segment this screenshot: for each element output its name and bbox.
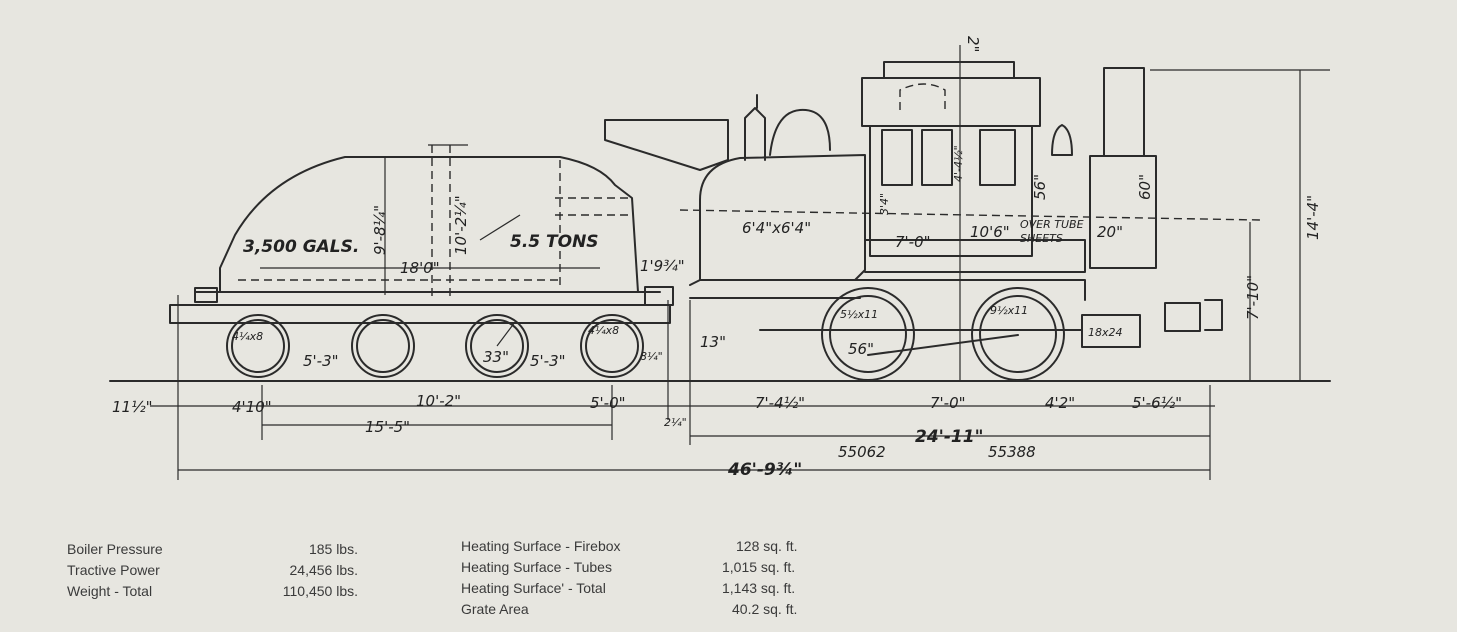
- spec-value: 1,015 sq. ft.: [722, 559, 796, 575]
- label-truck-spacing-a: 5'-3": [303, 352, 339, 370]
- label-dim-3: 5'-0": [590, 394, 626, 412]
- spec-label: Grate Area: [461, 601, 529, 617]
- spec-value: 110,450 lbs.: [282, 583, 358, 599]
- label-tender-axle-front: 4¼x8: [232, 330, 263, 343]
- label-dim-8: 5'-6½": [1132, 394, 1182, 412]
- label-dim-1: 4'10": [232, 398, 272, 416]
- spec-label: Heating Surface' - Total: [461, 580, 606, 596]
- cab: [869, 125, 1033, 257]
- label-cab-side: 3'4": [878, 193, 891, 215]
- cab-window: [979, 129, 1016, 186]
- spec-labels-right: Heating Surface - Firebox Heating Surfac…: [461, 536, 691, 620]
- spec-values-right: 128 sq. ft. 1,015 sq. ft. 1,143 sq. ft. …: [722, 536, 852, 620]
- dimension-lines: [150, 295, 1215, 480]
- tender: [169, 144, 674, 378]
- label-boiler-center: 7'-10": [1244, 275, 1262, 320]
- spec-labels-left: Boiler Pressure Tractive Power Weight - …: [67, 539, 217, 602]
- label-dim-7: 4'2": [1045, 394, 1075, 412]
- label-dome: 56": [1031, 174, 1049, 200]
- label-stack: 60": [1136, 174, 1154, 200]
- label-id-left: 55062: [838, 443, 886, 461]
- spec-value: 185 lbs.: [308, 541, 358, 557]
- cab-window: [881, 129, 913, 186]
- label-tender-axle-rear: 4¼x8: [588, 324, 619, 337]
- label-wheel-diameter: 33": [483, 348, 509, 366]
- bell: [1051, 124, 1073, 156]
- tender-wheel: [465, 314, 529, 378]
- engine: [604, 45, 1330, 381]
- tender-wheel: [580, 314, 644, 378]
- spec-label: Heating Surface - Firebox: [461, 538, 621, 554]
- label-tender-wheelbase: 15'-5": [365, 418, 410, 436]
- cab-window: [921, 129, 953, 186]
- spec-label: Boiler Pressure: [67, 541, 163, 557]
- label-dim-2: 10'-2": [416, 392, 461, 410]
- label-cab-dim: 7'-0": [895, 233, 931, 251]
- cab-roof: [861, 77, 1041, 127]
- label-height-top: 10'-2¼": [452, 195, 470, 255]
- label-tube-length: 10'6": [970, 223, 1010, 241]
- label-tube-note-1: OVER TUBE: [1020, 218, 1084, 231]
- label-total-height: 14'-4": [1304, 195, 1322, 240]
- label-overall-length: 46'-9¾": [727, 460, 802, 480]
- label-tube-note-2: SHEETS: [1020, 232, 1063, 245]
- label-rail-height: 11½": [112, 398, 153, 416]
- label-cylinder: 18x24: [1088, 326, 1123, 339]
- label-tank-length: 18'0": [400, 259, 440, 277]
- spec-value: 1,143 sq. ft.: [722, 580, 796, 596]
- tender-coal-board: [604, 119, 729, 171]
- tender-wheel: [226, 314, 290, 378]
- tender-tank: [219, 156, 639, 293]
- spec-value: 24,456 lbs.: [289, 562, 359, 578]
- label-cab-window: 4'-4½": [952, 145, 965, 182]
- spec-label: Heating Surface - Tubes: [461, 559, 612, 575]
- spec-label: Tractive Power: [67, 562, 160, 578]
- driver-wheel: [971, 287, 1065, 381]
- label-gap: 1'9¾": [640, 257, 685, 275]
- spec-label: Weight - Total: [67, 583, 153, 599]
- side-rod: [867, 334, 1019, 356]
- label-driver-axle-2: 9½x11: [990, 304, 1028, 317]
- label-coupler-height: 13": [700, 333, 726, 351]
- firebox: [699, 154, 866, 281]
- label-water-capacity: 3,500 GALS.: [243, 237, 359, 257]
- label-small-a: 8¼": [640, 350, 663, 363]
- label-firebox: 6'4"x6'4": [742, 219, 811, 237]
- label-dim-6: 7'-0": [930, 394, 966, 412]
- label-smokebox: 20": [1097, 223, 1123, 241]
- label-driver-axle-1: 5½x11: [840, 308, 878, 321]
- smokestack: [1103, 67, 1145, 157]
- tender-wheel: [351, 314, 415, 378]
- sand-dome: [769, 108, 831, 156]
- label-coal-capacity: 5.5 TONS: [510, 232, 599, 252]
- spec-value: 40.2 sq. ft.: [732, 601, 798, 617]
- smokebox: [1089, 155, 1157, 269]
- label-truck-spacing-b: 5'-3": [530, 352, 566, 370]
- label-driver-diameter: 56": [848, 340, 874, 358]
- label-engine-wheelbase: 24'-11": [915, 427, 983, 447]
- boiler: [864, 239, 1086, 273]
- spec-values-left: 185 lbs. 24,456 lbs. 110,450 lbs.: [230, 539, 358, 602]
- label-dim-5: 7'-4½": [755, 394, 805, 412]
- label-height-tank: 9'-8¼": [371, 205, 389, 255]
- pilot: [1164, 302, 1201, 332]
- label-top-clear: 2": [964, 36, 982, 52]
- driver-wheel: [821, 287, 915, 381]
- tender-frame: [169, 304, 671, 324]
- label-dim-4: 2¼": [664, 416, 687, 429]
- label-id-right: 55388: [988, 443, 1036, 461]
- spec-value: 128 sq. ft.: [736, 538, 798, 554]
